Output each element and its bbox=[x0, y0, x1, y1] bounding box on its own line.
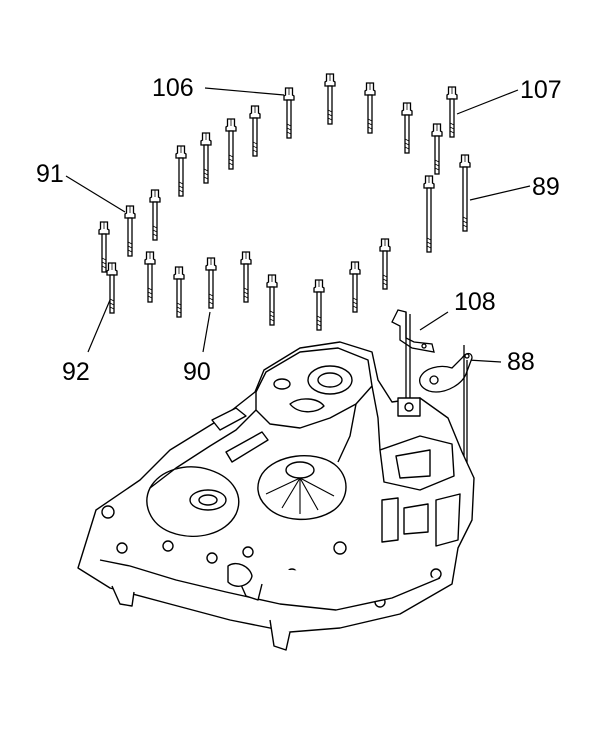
bolt bbox=[225, 118, 237, 170]
bolt bbox=[98, 221, 110, 273]
bolt bbox=[313, 279, 325, 331]
bolt bbox=[240, 251, 252, 303]
bolt bbox=[401, 102, 413, 154]
bolt bbox=[349, 261, 361, 313]
bolt bbox=[283, 87, 295, 139]
callout-89: 89 bbox=[532, 173, 560, 201]
bolt bbox=[364, 82, 376, 134]
bolt bbox=[106, 262, 118, 314]
bolt-group bbox=[98, 73, 471, 331]
callout-91: 91 bbox=[36, 160, 64, 188]
gasket bbox=[419, 345, 473, 480]
bolt bbox=[324, 73, 336, 125]
bracket bbox=[391, 309, 435, 400]
bolt bbox=[200, 132, 212, 184]
bolt bbox=[431, 123, 443, 175]
bolt bbox=[249, 105, 261, 157]
bolt bbox=[149, 189, 161, 241]
bolt bbox=[173, 266, 185, 318]
callout-90: 90 bbox=[183, 358, 211, 386]
bolt bbox=[379, 238, 391, 290]
bolt bbox=[459, 154, 471, 232]
bolt bbox=[144, 251, 156, 303]
callout-88: 88 bbox=[507, 348, 535, 376]
bolt bbox=[266, 274, 278, 326]
callout-106: 106 bbox=[152, 74, 194, 102]
transmission-case bbox=[77, 341, 475, 651]
bolt bbox=[446, 86, 458, 138]
bolt bbox=[205, 257, 217, 309]
bolt bbox=[423, 175, 435, 253]
callout-107: 107 bbox=[520, 76, 562, 104]
callout-108: 108 bbox=[454, 288, 496, 316]
bolt bbox=[124, 205, 136, 257]
bolt bbox=[175, 145, 187, 197]
leader-lines bbox=[65, 87, 531, 363]
callout-92: 92 bbox=[62, 358, 90, 386]
